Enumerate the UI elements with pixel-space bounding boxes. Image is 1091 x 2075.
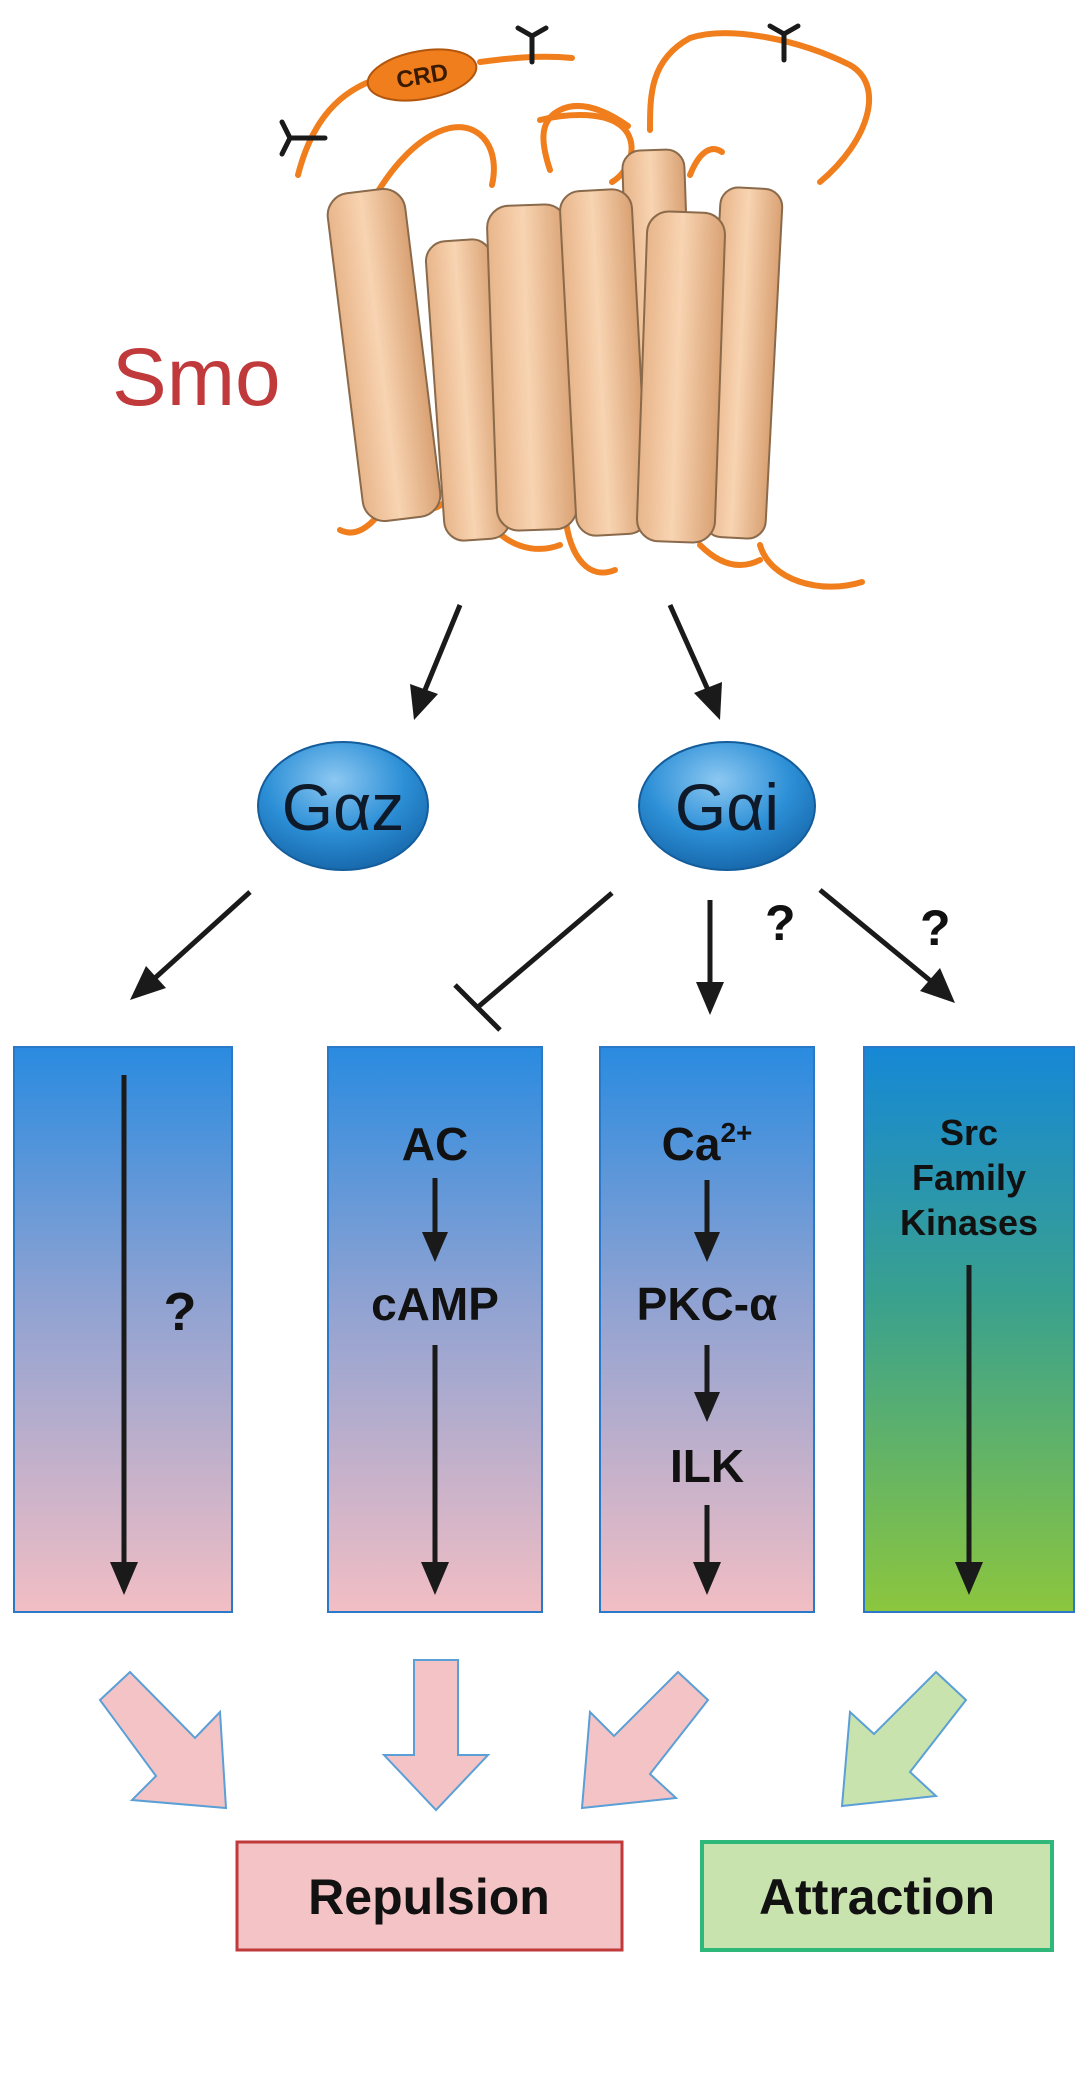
question-mark-col4-edge: ? bbox=[920, 900, 951, 956]
glycan-fork-3 bbox=[767, 23, 801, 63]
block-arrow-col1 bbox=[98, 1670, 228, 1810]
helix-4 bbox=[559, 188, 649, 537]
attraction-box: Attraction bbox=[700, 1840, 1054, 1952]
block-arrow-col4 bbox=[840, 1670, 968, 1808]
g-alpha-z-label: Gαz bbox=[282, 770, 405, 844]
pathway-column-4: Src Family Kinases bbox=[863, 1046, 1075, 1613]
arrow-smo-to-gai bbox=[667, 603, 722, 720]
g-alpha-i-label: Gαi bbox=[675, 770, 779, 844]
crd-domain: CRD bbox=[366, 48, 478, 102]
block-arrow-col3 bbox=[580, 1670, 710, 1810]
glycosylation-sites bbox=[279, 23, 801, 157]
glycan-fork-1 bbox=[279, 119, 328, 157]
attraction-label: Attraction bbox=[759, 1869, 995, 1925]
pathway-column-1: ? bbox=[13, 1046, 233, 1613]
repulsion-box: Repulsion bbox=[235, 1840, 624, 1952]
block-arrow-col2 bbox=[381, 1659, 491, 1812]
inhibition-gai-to-col2 bbox=[453, 891, 614, 1032]
col2-ac: AC bbox=[402, 1118, 468, 1170]
helix-1 bbox=[326, 187, 442, 523]
smo-receptor: CRD Smo bbox=[112, 23, 873, 590]
col3-ilk: ILK bbox=[670, 1440, 744, 1492]
g-alpha-z: Gαz bbox=[257, 741, 429, 871]
smo-label: Smo bbox=[112, 332, 281, 423]
col2-camp: cAMP bbox=[371, 1278, 499, 1330]
helix-5 bbox=[636, 210, 726, 544]
g-to-pathway-edges bbox=[130, 888, 955, 1032]
repulsion-label: Repulsion bbox=[308, 1869, 550, 1925]
arrow-gai-to-col4 bbox=[818, 888, 955, 1003]
col3-calcium: Ca2+ bbox=[662, 1117, 753, 1170]
outcome-arrows bbox=[98, 1659, 968, 1812]
col3-pkc: PKC-α bbox=[637, 1278, 778, 1330]
col4-family: Family bbox=[912, 1157, 1026, 1198]
arrow-gaz-to-col1 bbox=[130, 890, 252, 1000]
col4-src: Src bbox=[940, 1112, 998, 1153]
question-mark-col3-edge: ? bbox=[765, 895, 796, 951]
col4-kinases: Kinases bbox=[900, 1202, 1038, 1243]
glycan-fork-2 bbox=[515, 25, 549, 65]
arrow-smo-to-gaz bbox=[410, 604, 463, 720]
g-alpha-i: Gαi bbox=[638, 741, 816, 871]
smo-to-g-arrows bbox=[410, 603, 722, 720]
transmembrane-helices bbox=[326, 148, 784, 544]
pathway-column-2: AC cAMP bbox=[327, 1046, 543, 1613]
pathway-column-3: Ca2+ PKC-α ILK bbox=[599, 1046, 815, 1613]
arrow-gai-to-col3 bbox=[696, 900, 724, 1015]
col1-unknown: ? bbox=[164, 1282, 197, 1342]
